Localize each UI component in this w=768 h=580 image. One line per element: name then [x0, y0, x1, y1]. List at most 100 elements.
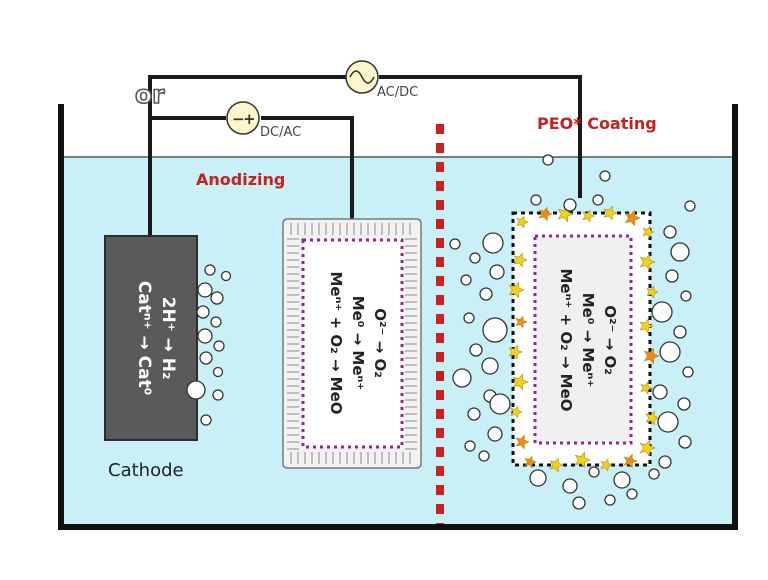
bubble — [199, 351, 213, 365]
bubble — [482, 232, 504, 254]
spark-icon — [600, 458, 613, 472]
spark-icon — [524, 455, 537, 469]
bubble — [663, 225, 677, 239]
anodizing-label: Anodizing — [196, 170, 285, 189]
peo-coating-label: PEO* Coating — [537, 114, 657, 133]
bubble — [469, 252, 481, 264]
bubble — [613, 471, 631, 489]
bubble — [659, 341, 681, 363]
spark-icon — [603, 205, 618, 221]
bubble — [460, 274, 472, 286]
anode-reaction-2: Me⁰ → Meⁿ⁺ — [349, 296, 367, 391]
peo-metal-core — [533, 234, 633, 445]
peo-reaction-3: Meⁿ⁺ + O₂ → MeO — [557, 268, 575, 411]
peo-reaction-2: Me⁰ → Meⁿ⁺ — [579, 293, 597, 388]
bubble — [592, 194, 604, 206]
bubble — [196, 305, 210, 319]
spark-icon — [515, 434, 530, 450]
bubble — [657, 411, 679, 433]
bubble — [604, 494, 616, 506]
spark-icon — [639, 318, 654, 334]
spark-icon — [549, 457, 564, 473]
spark-icon — [642, 225, 655, 239]
bubble — [677, 397, 691, 411]
anodizing-electrode: O²⁻ → O₂ Me⁰ → Meⁿ⁺ Meⁿ⁺ + O₂ → MeO — [282, 218, 422, 469]
spark-icon — [624, 209, 641, 227]
bubble — [210, 316, 222, 328]
anode-reaction-3: Meⁿ⁺ + O₂ → MeO — [327, 271, 345, 414]
bubble — [487, 426, 503, 442]
bubble — [626, 488, 638, 500]
plasma-sparks — [508, 205, 660, 473]
bubble — [530, 194, 542, 206]
bubble — [562, 478, 578, 494]
battery-plus-sign: + — [243, 110, 256, 128]
bubble — [670, 242, 690, 262]
spark-icon — [512, 373, 529, 391]
battery-minus-sign: − — [232, 110, 245, 128]
bubble — [658, 455, 672, 469]
bubble — [481, 357, 499, 375]
dc-ac-source-icon — [226, 101, 260, 135]
ac-dc-label: AC/DC — [377, 85, 418, 100]
bubble — [489, 393, 511, 415]
spark-icon — [538, 206, 553, 222]
or-label: or — [135, 80, 165, 109]
bubble — [572, 496, 586, 510]
spark-icon — [582, 209, 595, 223]
bubble — [467, 407, 481, 421]
anode-reaction-1: O²⁻ → O₂ — [371, 308, 389, 378]
spark-icon — [645, 410, 660, 426]
spark-icon — [515, 315, 528, 329]
spark-icon — [574, 451, 591, 469]
peo-gas-bubbles — [449, 154, 696, 510]
bubble — [588, 466, 600, 478]
bubble — [186, 380, 206, 400]
spark-icon — [510, 405, 523, 419]
bubble — [599, 170, 611, 182]
bubble — [482, 317, 508, 343]
bubble — [684, 200, 696, 212]
bubble — [678, 435, 692, 449]
spark-icon — [623, 453, 638, 469]
bubble — [452, 368, 472, 388]
cathode-label: Cathode — [108, 460, 184, 481]
spark-icon — [639, 439, 656, 457]
spark-icon — [513, 252, 528, 268]
peo-reaction-1: O²⁻ → O₂ — [601, 305, 619, 375]
dc-ac-label: DC/AC — [260, 125, 301, 140]
bubble — [204, 264, 216, 276]
bubble — [673, 325, 687, 339]
spark-icon — [516, 215, 529, 229]
spark-icon — [646, 285, 659, 299]
dc-ac-circuit-wire — [150, 116, 354, 222]
anode-metal-core — [301, 238, 404, 449]
peo-electrode: O²⁻ → O₂ Me⁰ → Meⁿ⁺ Meⁿ⁺ + O₂ → MeO — [508, 205, 660, 473]
bubble — [529, 469, 547, 487]
bubble — [463, 312, 475, 324]
bubble — [489, 264, 505, 280]
spark-icon — [508, 281, 525, 299]
ac-dc-circuit-wire — [148, 75, 582, 238]
tank-wall — [58, 104, 738, 530]
bubble — [648, 468, 660, 480]
cathode-electrode — [104, 235, 198, 441]
spark-icon — [643, 347, 660, 365]
bubble — [682, 366, 694, 378]
cathode-reaction-2: Catⁿ⁺ → Cat⁰ — [134, 281, 154, 395]
bubble — [210, 291, 224, 305]
bubble — [680, 290, 692, 302]
bubble — [200, 414, 212, 426]
spark-icon — [639, 253, 656, 271]
bubble — [220, 270, 232, 282]
bubble — [212, 366, 224, 378]
bubble — [479, 287, 493, 301]
cathode-reaction-1: 2H⁺ → H₂ — [158, 297, 178, 380]
bubble — [464, 440, 476, 452]
bubble — [197, 282, 213, 298]
bubble — [651, 301, 673, 323]
bubble — [469, 343, 483, 357]
anodic-pores — [287, 223, 417, 464]
cathode-bubbles — [186, 264, 232, 426]
